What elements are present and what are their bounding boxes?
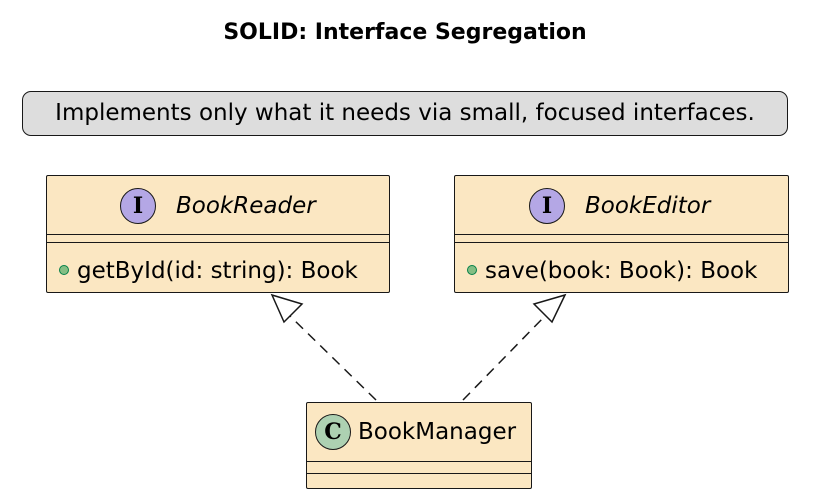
interface-name: BookReader [176, 193, 316, 219]
methods-divider [307, 473, 531, 474]
interface-stereotype-icon: I [529, 188, 565, 224]
attributes-divider [307, 461, 531, 462]
method-row: getById(id: string): Book [59, 256, 358, 286]
class-name: BookManager [358, 419, 517, 445]
realization-arrowhead-bookeditor [532, 293, 567, 324]
realization-arrowhead-bookreader [270, 293, 304, 324]
class-bookmanager-header: C BookManager [307, 403, 531, 461]
diagram-title: SOLID: Interface Segregation [223, 20, 587, 45]
method-signature: getById(id: string): Book [77, 258, 358, 284]
interface-stereotype-icon: I [120, 188, 156, 224]
attributes-divider [47, 234, 389, 235]
methods-divider [47, 242, 389, 243]
attributes-divider [455, 234, 788, 235]
realization-line-bookreader [289, 315, 377, 401]
class-stereotype-icon: C [315, 414, 351, 450]
method-row: save(book: Book): Book [467, 256, 757, 286]
diagram-note: Implements only what it needs via small,… [22, 91, 788, 136]
interface-bookreader[interactable]: I BookReader getById(id: string): Book [46, 175, 390, 293]
interface-name: BookEditor [585, 193, 711, 219]
interface-bookeditor[interactable]: I BookEditor save(book: Book): Book [454, 175, 789, 293]
interface-bookreader-header: I BookReader [47, 176, 389, 234]
public-visibility-icon [467, 264, 477, 275]
class-bookmanager[interactable]: C BookManager [306, 402, 532, 489]
realization-line-bookeditor [462, 315, 546, 401]
public-visibility-icon [59, 264, 69, 275]
methods-divider [455, 242, 788, 243]
method-signature: save(book: Book): Book [485, 258, 758, 284]
interface-bookeditor-header: I BookEditor [455, 176, 788, 234]
